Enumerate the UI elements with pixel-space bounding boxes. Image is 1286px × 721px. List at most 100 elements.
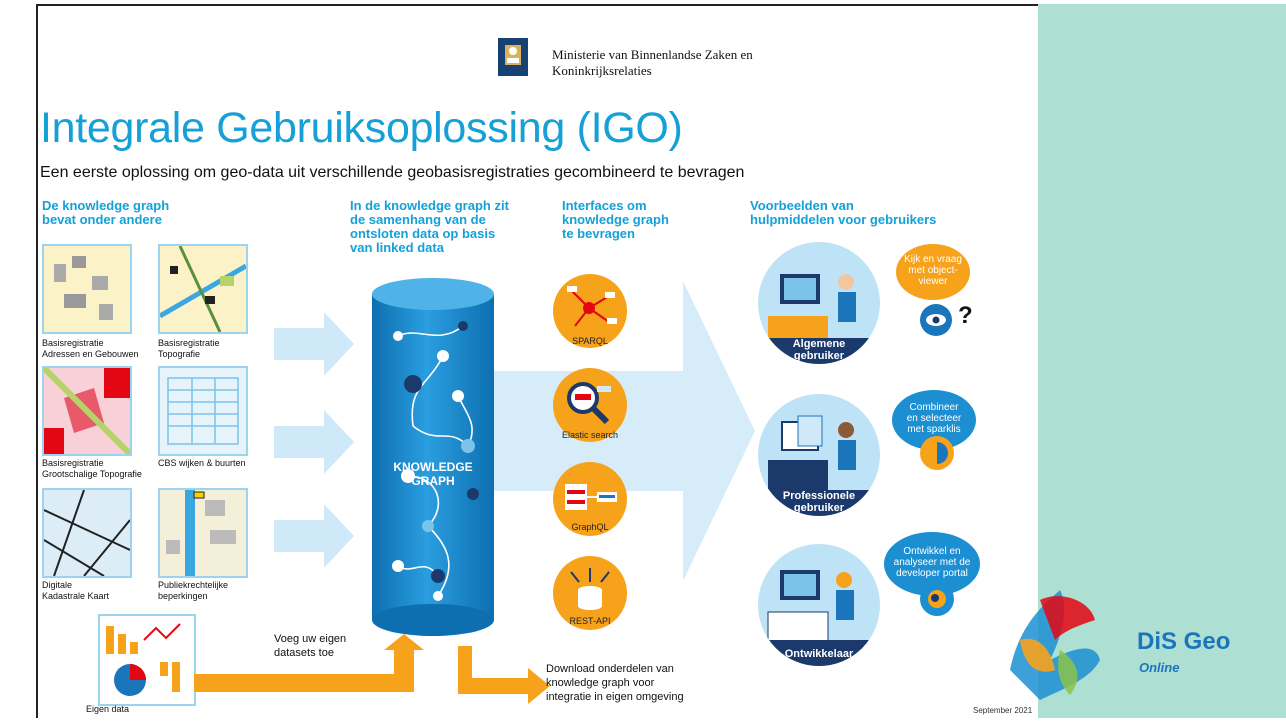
caption-line: Kadastrale Kaart	[42, 591, 110, 601]
heading-line: knowledge graph	[562, 212, 669, 227]
bubble-line: Ontwikkel en	[903, 546, 961, 557]
bubble-line: analyseer met de	[893, 557, 971, 568]
user-label-line: gebruiker	[793, 350, 845, 362]
column-heading-datasets: De knowledge graph bevat onder andere	[42, 199, 169, 227]
user-scene-general	[758, 242, 880, 364]
download-arrow	[458, 646, 550, 704]
dataset-caption: Basisregistratie Topografie	[158, 338, 220, 360]
note-line: knowledge graph voor	[546, 677, 655, 689]
heading-line: te bevragen	[562, 226, 635, 241]
note-line: integratie in eigen omgeving	[546, 691, 684, 703]
caption-line: Topografie	[158, 349, 201, 359]
dataset-caption: CBS wijken & buurten	[158, 458, 246, 469]
desk-worker-icon	[767, 570, 854, 643]
bubble-line: met sparklis	[907, 424, 961, 435]
interface-elastic-search	[553, 368, 627, 442]
caption-line: Digitale	[42, 580, 73, 590]
user-label-line: gebruiker	[793, 502, 845, 514]
bubble-line: Kijk en vraag	[904, 254, 962, 265]
ministry-name: Ministerie van Binnenlandse Zaken en Kon…	[552, 47, 753, 79]
interface-graphql	[553, 462, 627, 536]
page-title: Integrale Gebruiksoplossing (IGO)	[40, 104, 683, 152]
question-mark-icon: ?	[958, 302, 973, 329]
bubble-line: developer portal	[896, 568, 968, 579]
user-label: Professionele gebruiker	[758, 490, 880, 514]
caption-line: Basisregistratie	[42, 338, 104, 348]
interface-sparql	[553, 274, 627, 348]
user-label-line: Professionele	[782, 490, 856, 502]
heading-line: bevat onder andere	[42, 212, 162, 227]
side-panel	[1033, 4, 1286, 718]
column-heading-interfaces: Interfaces om knowledge graph te bevrage…	[562, 199, 669, 241]
eye-icon	[920, 304, 952, 336]
output-arrow	[493, 281, 755, 581]
heading-line: de samenhang van de	[350, 212, 486, 227]
column-heading-users: Voorbeelden van hulpmiddelen voor gebrui…	[750, 199, 936, 227]
dataset-caption: Digitale Kadastrale Kaart	[42, 580, 109, 602]
heading-line: De knowledge graph	[42, 198, 170, 213]
infographic-slide: Ministerie van Binnenlandse Zaken en Kon…	[36, 4, 1038, 718]
user-label: Ontwikkelaar	[784, 648, 854, 660]
date-label: September 2021	[973, 706, 1033, 715]
sparklis-icon	[920, 436, 954, 470]
user-label-line: Algemene	[792, 338, 846, 350]
heading-line: Voorbeelden van	[750, 198, 854, 213]
brand-subtitle: Online	[1139, 660, 1180, 675]
knowledge-graph-label: KNOWLEDGE GRAPH	[383, 460, 483, 488]
user-label: Algemene gebruiker	[758, 338, 880, 362]
bubble-line: viewer	[918, 276, 948, 287]
interface-label: SPARQL	[572, 336, 608, 346]
thumbnail-cbs	[158, 366, 248, 456]
thumbnail-bgt	[41, 365, 133, 457]
interface-label: REST-API	[569, 616, 611, 626]
own-data-note: Voeg uw eigen datasets toe	[274, 632, 346, 660]
thumbnail-brt	[158, 244, 248, 334]
tool-bubble-text: Ontwikkel en analyseer met de developer …	[884, 546, 980, 579]
thumbnail-pb	[158, 488, 248, 578]
ministry-line2: Koninkrijksrelaties	[552, 63, 652, 78]
bubble-line: met object-	[908, 265, 958, 276]
own-data-arrow	[194, 634, 424, 692]
thumbnail-dkk	[42, 488, 132, 578]
kg-line: KNOWLEDGE	[393, 460, 473, 474]
dataset-caption: Basisregistratie Grootschalige Topografi…	[42, 458, 142, 480]
ministry-logo	[498, 38, 528, 76]
brand-name: DiS Geo	[1137, 628, 1231, 655]
developer-portal-icon	[920, 582, 954, 616]
desk-worker-icon	[768, 415, 856, 490]
heading-line: In de knowledge graph zit	[350, 198, 509, 213]
interface-label: GraphQL	[571, 522, 609, 532]
ministry-line1: Ministerie van Binnenlandse Zaken en	[552, 47, 753, 62]
page-subtitle: Een eerste oplossing om geo-data uit ver…	[40, 164, 745, 181]
caption-line: Publiekrechtelijke	[158, 580, 229, 590]
own-data-label: Eigen data	[86, 704, 130, 714]
dataset-caption: Basisregistratie Adressen en Gebouwen	[42, 338, 139, 360]
heading-line: ontsloten data op basis	[350, 226, 496, 241]
kg-line: GRAPH	[411, 474, 455, 488]
note-line: Download onderdelen van	[546, 663, 674, 675]
interface-label: Elastic search	[561, 430, 619, 440]
caption-line: Grootschalige Topografie	[42, 469, 142, 479]
database-icon	[570, 568, 610, 610]
note-line: Voeg uw eigen	[274, 633, 347, 645]
tool-bubble-text: Combineer en selecteer met sparklis	[892, 402, 976, 435]
caption-line: Basisregistratie	[158, 338, 220, 348]
own-data-chart-icon	[98, 614, 196, 706]
user-scene-developer	[758, 544, 880, 666]
knowledge-graph-cylinder	[372, 278, 494, 636]
caption-line: Adressen en Gebouwen	[42, 349, 139, 359]
sparql-icon	[567, 286, 617, 327]
download-note: Download onderdelen van knowledge graph …	[546, 662, 684, 704]
note-line: datasets toe	[274, 647, 334, 659]
graphql-icon	[565, 484, 617, 510]
magnifier-icon	[567, 382, 611, 425]
user-scene-professional	[758, 394, 880, 516]
caption-line: beperkingen	[158, 591, 208, 601]
dis-geo-logo-icon	[1010, 590, 1100, 700]
heading-line: van linked data	[350, 240, 444, 255]
input-arrows	[274, 312, 354, 568]
tool-bubble	[896, 244, 970, 300]
tool-bubble-text: Kijk en vraag met object- viewer	[896, 254, 970, 287]
bubble-line: Combineer	[909, 402, 959, 413]
